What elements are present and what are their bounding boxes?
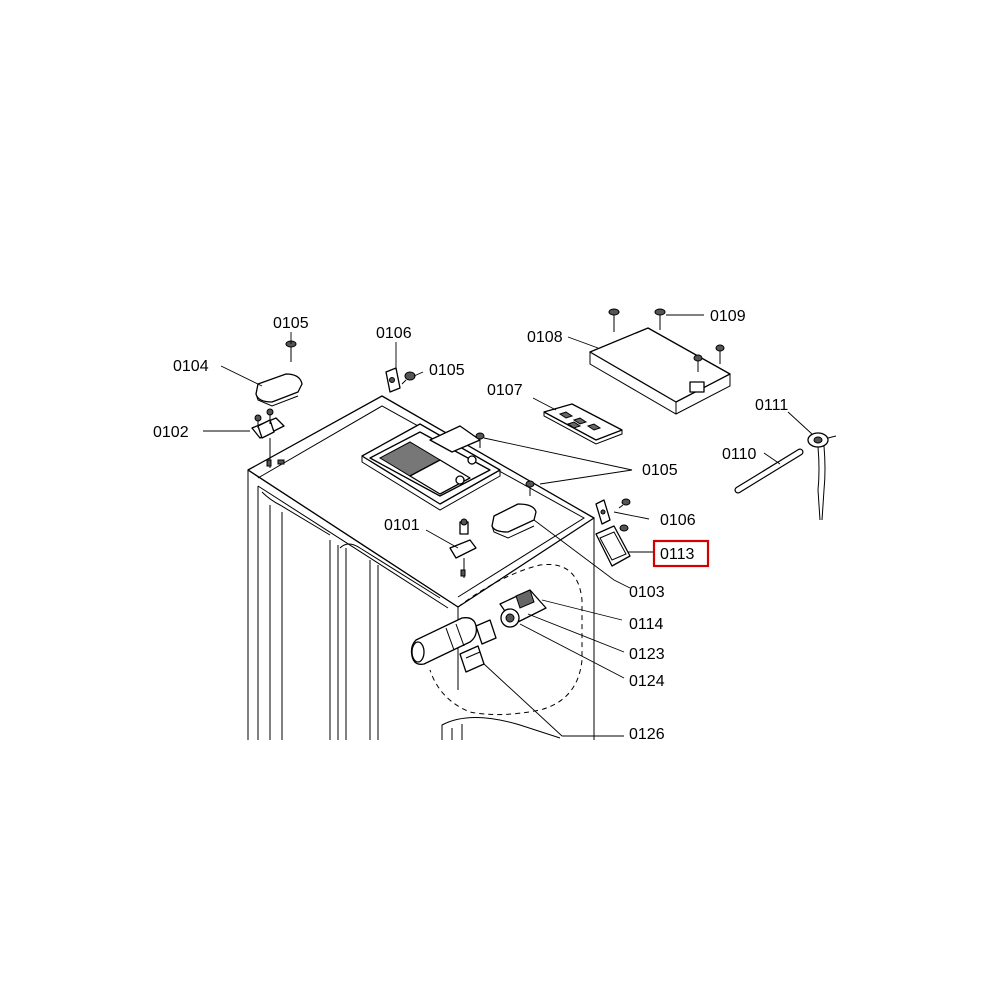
label-0106-a: 0106 [376,325,412,342]
part-0102-hinge-left [251,408,285,468]
part-0110-rod [734,448,804,494]
label-0123: 0123 [629,646,665,663]
label-0113: 0113 [660,546,695,563]
label-0110: 0110 [722,446,757,463]
part-0101-hinge-center [449,518,477,578]
label-0105-b: 0105 [429,362,465,379]
part-0106-bracket-a [385,367,401,393]
label-0114: 0114 [629,616,664,633]
label-0109: 0109 [710,308,746,325]
part-0107-control-board [543,403,623,445]
label-0126: 0126 [629,726,665,743]
part-0105-screw-a [285,340,297,362]
label-0106-b: 0106 [660,512,696,529]
part-0106-bracket-b [595,498,631,525]
highlight-box-0113 [652,539,710,568]
part-0104-hinge-cover [255,373,303,407]
label-0104: 0104 [173,358,209,375]
part-0113-cover-plate [595,524,631,567]
part-0114-valve-assembly [499,589,547,628]
part-0108-top-cover [589,327,731,415]
label-0124: 0124 [629,673,665,690]
label-0105-c: 0105 [642,462,678,479]
control-panel-housing [361,423,501,511]
label-0105-a: 0105 [273,315,309,332]
label-0107: 0107 [487,382,523,399]
label-0101: 0101 [384,517,420,534]
part-0105-screw-b [401,371,416,385]
label-0102: 0102 [153,424,189,441]
part-0126-water-filter [410,617,497,673]
part-0109-screws [608,308,725,372]
refrigerator-cabinet [247,395,595,740]
label-0108: 0108 [527,329,563,346]
label-0103: 0103 [629,584,665,601]
part-labels: 0105 0104 0102 0106 0105 0107 0108 0109 … [153,308,788,743]
part-0111-sensor [807,432,837,521]
leader-lines [203,314,813,737]
label-0111: 0111 [755,397,788,414]
part-0105-screws-c [475,432,535,496]
